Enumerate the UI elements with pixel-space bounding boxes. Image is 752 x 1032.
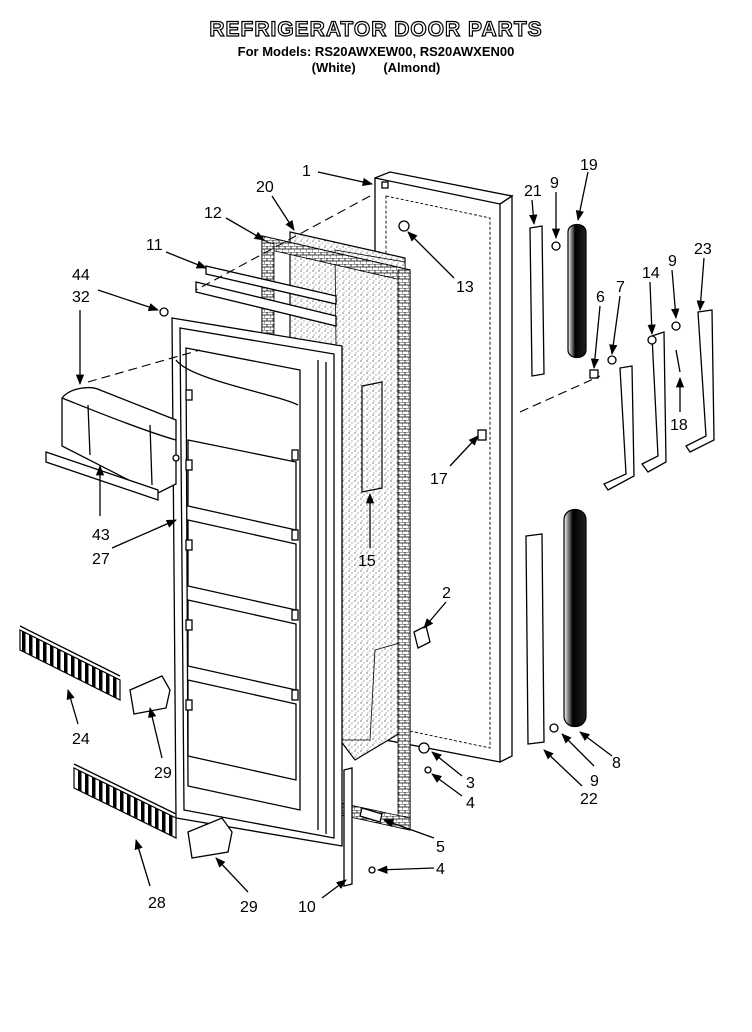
callout-29-upper: 29: [154, 765, 172, 782]
door-liner: [171, 317, 343, 847]
callout-43: 43: [92, 527, 110, 544]
callout-15: 15: [358, 553, 376, 570]
callout-22: 22: [580, 791, 598, 808]
color-almond-label: (Almond): [383, 60, 441, 75]
upper-handle-insert: [567, 223, 587, 359]
handle-assembly-14: [641, 331, 667, 473]
callout-18: 18: [670, 417, 688, 434]
callout-19: 19: [580, 157, 598, 174]
shelf-end-cap-upper: [129, 675, 171, 715]
callout-3: 3: [466, 775, 475, 792]
callout-17: 17: [430, 471, 448, 488]
models-line: For Models: RS20AWXEW00, RS20AWXEN00: [237, 44, 515, 59]
color-white-label: (White): [311, 60, 356, 75]
foam-block: [361, 381, 383, 493]
callout-21: 21: [524, 183, 542, 200]
door-shelf-grille-lower: [73, 763, 177, 839]
screws-and-clips: [159, 220, 681, 874]
upper-handle-trim: [529, 225, 545, 377]
callout-24: 24: [72, 731, 90, 748]
callout-1: 1: [302, 163, 311, 180]
callout-32: 32: [72, 289, 90, 306]
callout-29-lower: 29: [240, 899, 258, 916]
callout-14: 14: [642, 265, 660, 282]
callout-labels: 1 20 12 11 44 32 13 21 9 19 9 23 6 7 14 …: [72, 157, 712, 916]
handle-assembly-23: [685, 309, 715, 453]
bottom-retainer-strip: [343, 767, 353, 887]
callout-28: 28: [148, 895, 166, 912]
colors-line: (White) (Almond): [0, 60, 752, 76]
callout-13: 13: [456, 279, 474, 296]
callout-20: 20: [256, 179, 274, 196]
callout-10: 10: [298, 899, 316, 916]
lower-handle-insert: [563, 508, 587, 728]
callout-6: 6: [596, 289, 605, 306]
shelf-end-cap-lower: [187, 817, 233, 859]
handle-bracket: [603, 365, 635, 491]
callout-23: 23: [694, 241, 712, 258]
alignment-lines: [87, 195, 601, 413]
callout-9-lower: 9: [590, 773, 599, 790]
diagram-header: REFRIGERATOR DOOR PARTS For Models: RS20…: [0, 17, 752, 76]
callout-5: 5: [436, 839, 445, 856]
callout-4-lower: 4: [436, 861, 445, 878]
lower-handle-trim: [525, 533, 545, 745]
door-shelf-grille-upper: [19, 625, 121, 701]
diagram-title: REFRIGERATOR DOOR PARTS: [209, 17, 543, 41]
callout-2: 2: [442, 585, 451, 602]
callout-4-upper: 4: [466, 795, 475, 812]
dairy-door: [45, 387, 180, 501]
callout-44: 44: [72, 267, 90, 284]
callout-12: 12: [204, 205, 222, 222]
callout-9-right: 9: [668, 253, 677, 270]
callout-7: 7: [616, 279, 625, 296]
callout-27: 27: [92, 551, 110, 568]
leader-lines: [66, 171, 705, 899]
callout-9-top: 9: [550, 175, 559, 192]
callout-8: 8: [612, 755, 621, 772]
top-retainer-strip: [195, 265, 337, 327]
callout-11: 11: [146, 237, 163, 254]
